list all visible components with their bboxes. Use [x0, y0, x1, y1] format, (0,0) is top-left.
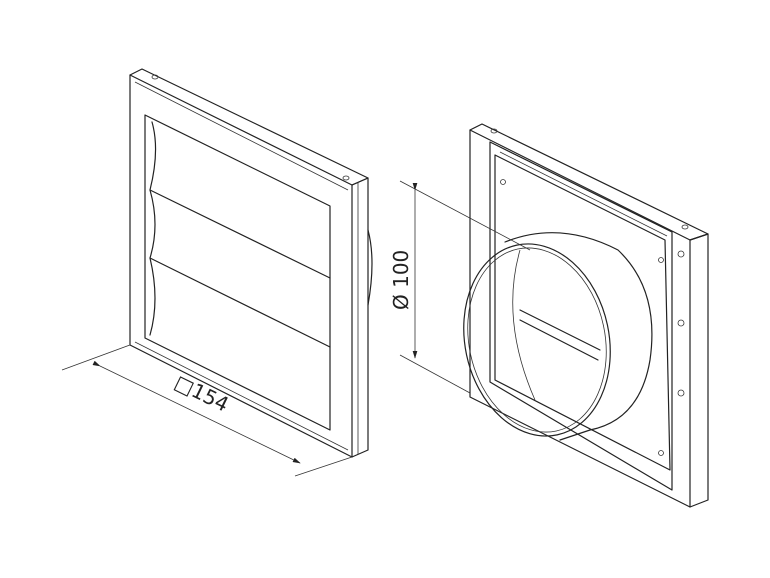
grille-rear-with-spigot	[463, 123, 709, 508]
louvred-grille	[129, 68, 373, 458]
width-dimension: □154	[61, 344, 353, 477]
diameter-dimension: Ø 100	[389, 180, 531, 394]
diameter-dimension-label: Ø 100	[389, 250, 413, 310]
